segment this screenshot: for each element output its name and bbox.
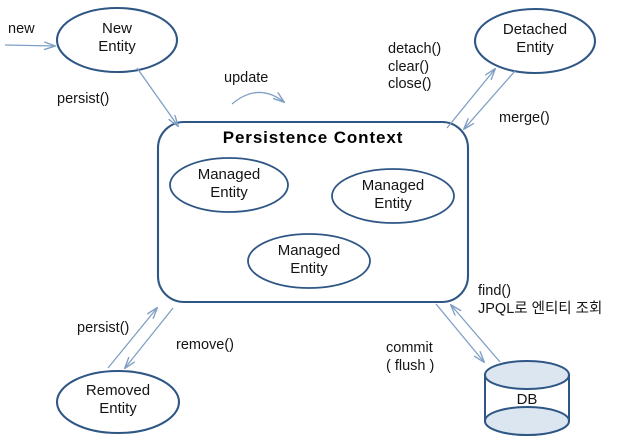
- arrow-remove: [125, 307, 174, 368]
- edge-label-merge: merge(): [499, 110, 550, 126]
- managed-entity-2-ellipse: [331, 168, 455, 224]
- arrow-detach: [446, 69, 495, 129]
- arrow-update: [231, 91, 284, 105]
- edge-label-update: update: [224, 70, 269, 86]
- managed-entity-3-ellipse: [247, 233, 371, 289]
- arrow-new: [4, 45, 55, 46]
- arrow-persist-bottom: [107, 308, 157, 369]
- arrow-merge: [464, 70, 516, 129]
- removed-entity-ellipse: [55, 369, 181, 435]
- arrow-find: [451, 305, 501, 363]
- arrow-commit: [435, 303, 484, 362]
- edge-label-persist-bottom: persist(): [77, 320, 130, 336]
- edge-label-persist-top: persist(): [57, 91, 110, 107]
- managed-entity-1-ellipse: [169, 157, 289, 213]
- edge-label-remove: remove(): [176, 337, 235, 353]
- detached-entity-ellipse: [473, 7, 597, 75]
- arrow-persist-top: [136, 67, 178, 126]
- edge-label-commit-flush: commit ( flush ): [386, 340, 435, 374]
- persistence-context-title: Persistence Context: [222, 128, 404, 147]
- edge-label-find-jpql: find() JPQL로 엔티티 조회: [478, 283, 603, 317]
- edge-label-new: new: [8, 21, 35, 37]
- db-label: DB: [516, 391, 538, 408]
- new-entity-ellipse: [55, 6, 179, 74]
- edge-label-detach-clear-close: detach() clear() close(): [388, 41, 442, 93]
- db-cylinder: [484, 360, 570, 436]
